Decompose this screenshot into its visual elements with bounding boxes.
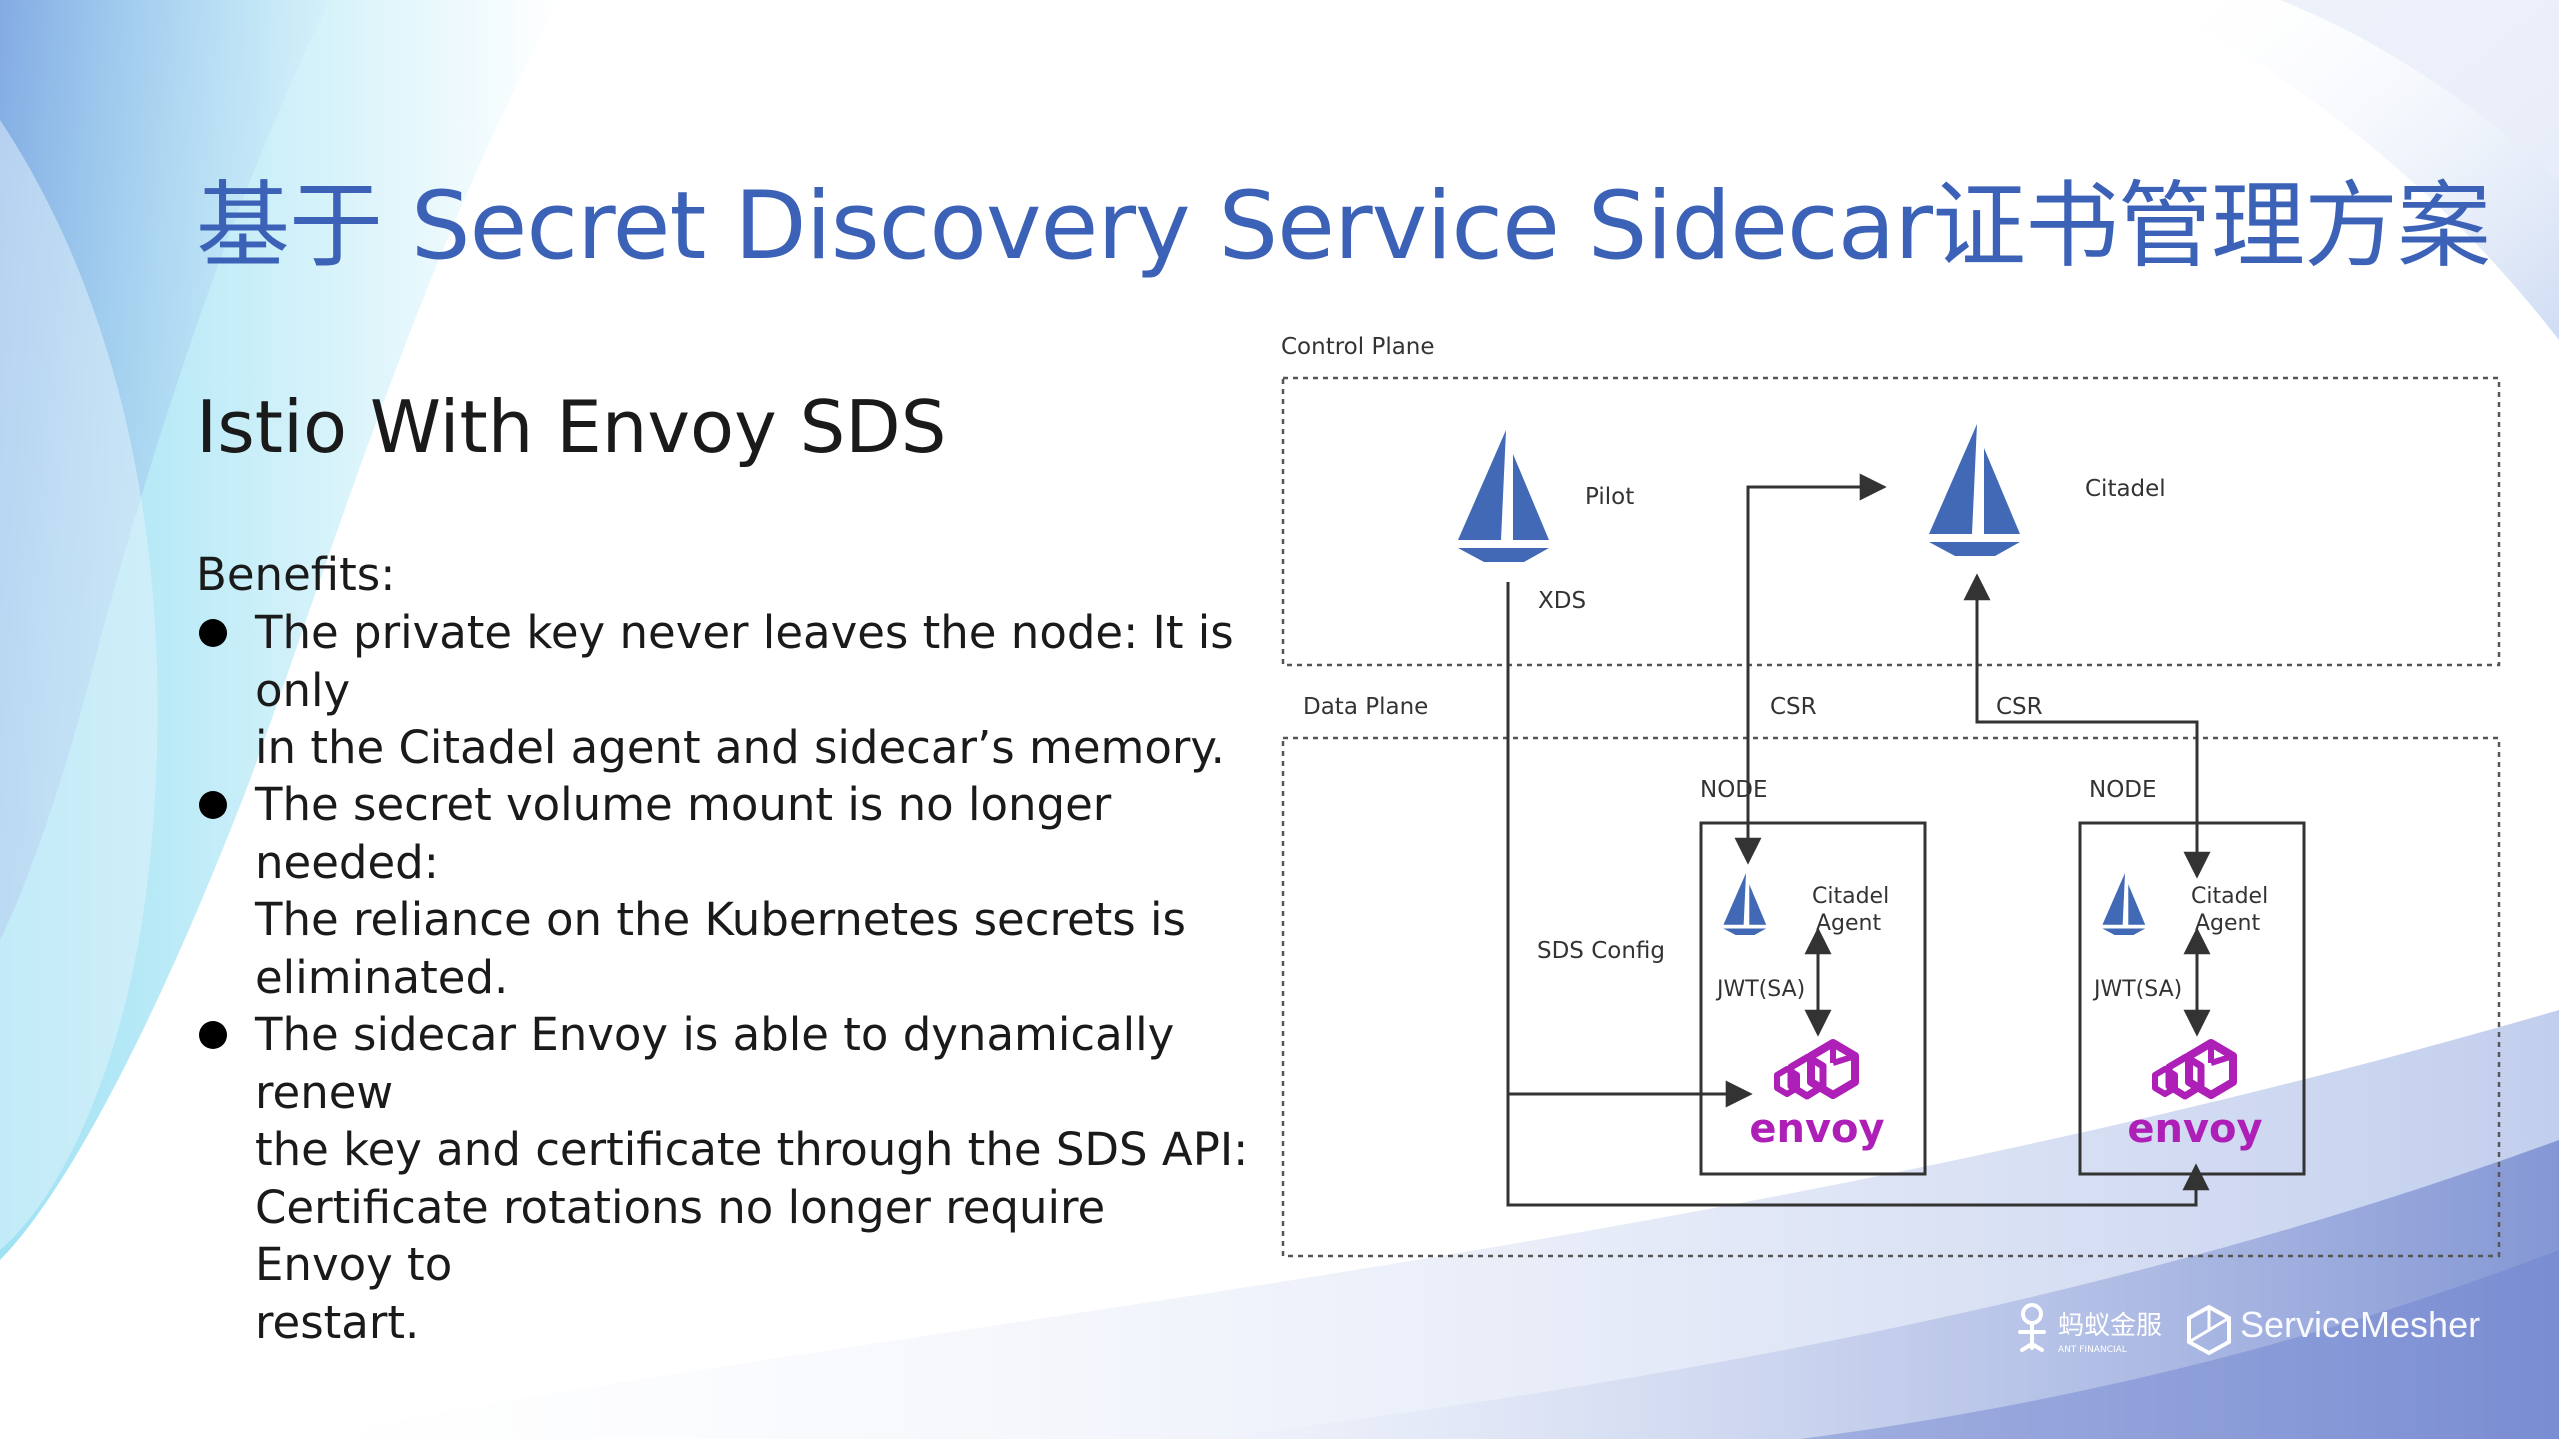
benefits-label: Benefits: [196,548,396,601]
csr-arrow-right-to-citadel [1963,573,2199,872]
node-label-left: NODE [1700,777,1768,803]
bullet-dot-icon [199,1021,227,1049]
benefit-text: The secret volume mount is no longer nee… [255,778,1186,1004]
citadel-agent-label-right: Agent [2195,911,2260,936]
xds-label: XDS [1538,588,1586,614]
citadel-label: Citadel [2085,476,2166,502]
citadel-agent-icon-right [2102,873,2146,936]
svg-text:蚂蚁金服: 蚂蚁金服 [2058,1311,2162,1341]
benefit-text: The sidecar Envoy is able to dynamically… [255,1008,1249,1349]
xds-sds-config-line [1506,582,2210,1207]
envoy-logo-icon-left [1777,1043,1855,1096]
envoy-logo-icon-right [2155,1043,2233,1096]
slide-subtitle: Istio With Envoy SDS [196,385,947,469]
control-plane-box [1281,376,2501,667]
envoy-wordmark-left: envoy [1749,1106,1884,1152]
ant-financial-logo: 蚂蚁金服 ANT FINANCIAL [2018,1303,2162,1355]
data-plane-label: Data Plane [1303,694,1428,720]
bullet-dot-icon [199,791,227,819]
pilot-istio-icon [1458,430,1549,562]
citadel-istio-icon [1929,424,2020,556]
servicemesher-wordmark: ServiceMesher [2240,1304,2481,1345]
csr-label-left: CSR [1770,694,1817,720]
csr-label-right: CSR [1996,694,2043,720]
slide-title: 基于 Secret Discovery Service Sidecar证书管理方… [196,172,2491,281]
citadel-agent-icon-left [1723,873,1767,936]
citadel-agent-label-left: Citadel [1812,884,1889,909]
sds-config-label: SDS Config [1537,938,1665,964]
control-plane-label: Control Plane [1281,334,1435,360]
envoy-wordmark-right: envoy [2127,1106,2262,1152]
benefit-text: The private key never leaves the node: I… [255,606,1234,774]
node-box-left [1699,821,1927,1176]
pilot-label: Pilot [1585,484,1634,510]
node-label-right: NODE [2089,777,2157,803]
citadel-agent-label-right: Citadel [2191,884,2268,909]
csr-arrow-left-to-citadel [1746,473,1887,862]
jwt-label-left: JWT(SA) [1715,977,1805,1002]
citadel-agent-label-left: Agent [1816,911,1881,936]
servicemesher-icon [2187,1304,2231,1356]
jwt-label-right: JWT(SA) [2092,977,2182,1002]
data-plane-box [1281,736,2501,1258]
svg-text:ANT FINANCIAL: ANT FINANCIAL [2058,1345,2127,1355]
bullet-dot-icon [199,619,227,647]
